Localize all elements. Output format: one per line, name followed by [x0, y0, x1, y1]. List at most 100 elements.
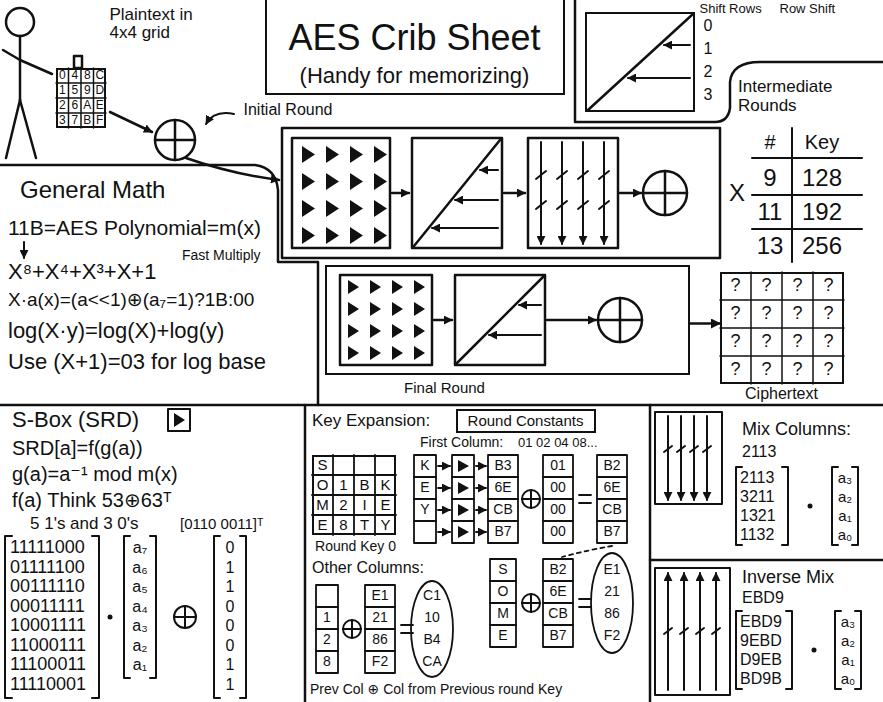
key-byte: Y	[380, 517, 390, 534]
grid-cell: ?	[823, 276, 833, 296]
row-index: 1	[704, 40, 713, 58]
matrix-row: EBD9	[740, 613, 782, 631]
vector-entry: 0	[226, 637, 235, 655]
node-text: g(a)=a⁻¹ mod m(x)	[12, 463, 178, 485]
inverse-mix-box	[655, 568, 730, 695]
note: Other Columns:	[312, 559, 424, 577]
round-constants-box: Round Constants	[456, 409, 596, 433]
node-heading: Shift Rows	[700, 1, 762, 15]
key-byte: 6E	[603, 480, 620, 495]
grid-cell: ?	[730, 304, 740, 324]
shift-arrow	[628, 77, 690, 79]
vector-entry: a₃	[841, 614, 855, 631]
title-box: AES Crib Sheet(Handy for memorizing)	[265, 0, 565, 95]
vector-entry: a₂	[838, 489, 852, 506]
diagonal	[414, 140, 500, 246]
grid-cell: ?	[792, 304, 802, 324]
vector-entry: a₂	[132, 637, 147, 655]
math-region: General Math11B=AES Polynomial=m(x)X⁸+X⁴…	[0, 165, 322, 387]
round-label: Initial Round	[244, 101, 333, 119]
shift-arrow	[432, 227, 498, 229]
sub-bytes-box	[340, 275, 432, 365]
vector-entry: 0	[226, 539, 235, 557]
node-text: log(X·y)=log(X)+log(y)	[8, 319, 224, 343]
key-byte: 6E	[494, 480, 511, 495]
xor-symbol	[155, 120, 195, 160]
key-byte: 1	[339, 477, 347, 494]
key-byte: 86	[372, 632, 388, 647]
key-byte: CB	[548, 606, 567, 621]
round-constant: 00	[550, 524, 566, 539]
vector-entry: 1	[226, 578, 235, 596]
key-byte: Y	[420, 502, 429, 517]
key-byte: B2	[603, 458, 620, 473]
table-cell: Key	[805, 131, 839, 153]
leader-arrow	[206, 113, 234, 124]
connector-arrow	[690, 322, 720, 325]
matrix-row: 11110001	[10, 675, 86, 695]
matrix-row: 00111110	[10, 577, 85, 597]
table-cell: 11	[758, 199, 783, 225]
node-heading: Plaintext in 4x4 grid	[110, 6, 220, 43]
key-byte: E	[380, 497, 390, 514]
key-byte: B3	[494, 458, 511, 473]
key-byte: T	[360, 517, 369, 534]
matrix-brackets	[5, 536, 246, 698]
note: Prev Col ⊕ Col from Previous round Key	[310, 682, 562, 697]
grid-cell: ?	[823, 304, 833, 324]
diagonal	[457, 277, 543, 363]
grid-cell: 9	[84, 84, 91, 97]
matrix-row: BD9B	[740, 670, 782, 688]
inverse-arrows	[664, 573, 720, 690]
key-byte: E	[317, 517, 327, 534]
multiply-dot	[108, 615, 113, 620]
vector-entry: a₂	[841, 633, 855, 650]
grid-cell: D	[95, 84, 104, 97]
grid-cell: 5	[71, 84, 78, 97]
section-lines	[0, 405, 883, 702]
multiply-sign: X	[729, 180, 745, 206]
grid-cell: 4	[71, 69, 78, 82]
node-text: X·a(x)=(a<<1)⊕(a₇=1)?1B:00	[8, 290, 254, 311]
vector-entry: 1	[226, 559, 235, 577]
key-byte: B	[359, 477, 369, 494]
grid-cell: ?	[792, 360, 802, 380]
node-text: 5 1's and 3 0's	[30, 515, 139, 534]
matrix-row: 2113	[740, 469, 774, 487]
grid-cell: ?	[761, 360, 771, 380]
sub-bytes-triangles	[296, 141, 392, 247]
flow-arrow	[504, 192, 525, 195]
multiply-dot	[808, 504, 813, 509]
table-cell: #	[764, 131, 775, 153]
matrix-row: 1321	[740, 507, 776, 525]
flow-arrow	[620, 192, 641, 195]
sub-bytes-triangles	[342, 276, 430, 364]
key-byte: 1	[323, 610, 331, 625]
node-text: EBD9	[742, 589, 784, 607]
vector-entry: 0	[226, 617, 235, 635]
node-text: Use (X+1)=03 for log base	[8, 350, 266, 374]
matrix-row: 11100011	[10, 655, 86, 675]
grid-cell: A	[83, 99, 91, 112]
final-round-panel: Final Round	[325, 265, 690, 375]
node-heading: AES Crib Sheet	[288, 18, 540, 58]
key-byte: 10	[424, 610, 440, 625]
grid-cell: 1	[59, 84, 66, 97]
node-text: Row Shift	[780, 1, 836, 15]
vector-entry: a₇	[133, 539, 147, 557]
node-heading: Inverse Mix	[742, 568, 834, 588]
key-columns	[312, 455, 633, 677]
key-byte: CA	[422, 654, 441, 669]
grid-cell: ?	[761, 276, 771, 296]
xor-symbol	[598, 298, 642, 342]
node-heading: Round Constants	[468, 412, 584, 429]
grid-cell: 8	[84, 69, 91, 82]
grid-cell: ?	[823, 360, 833, 380]
node-heading: Ciphertext	[745, 385, 818, 403]
note: 01 02 04 08...	[518, 436, 598, 450]
flow-arrow	[434, 319, 452, 322]
grid-cell: F	[96, 114, 103, 127]
note: First Column:	[420, 435, 503, 450]
grid-cell: ?	[730, 276, 740, 296]
round-panel	[282, 128, 720, 258]
